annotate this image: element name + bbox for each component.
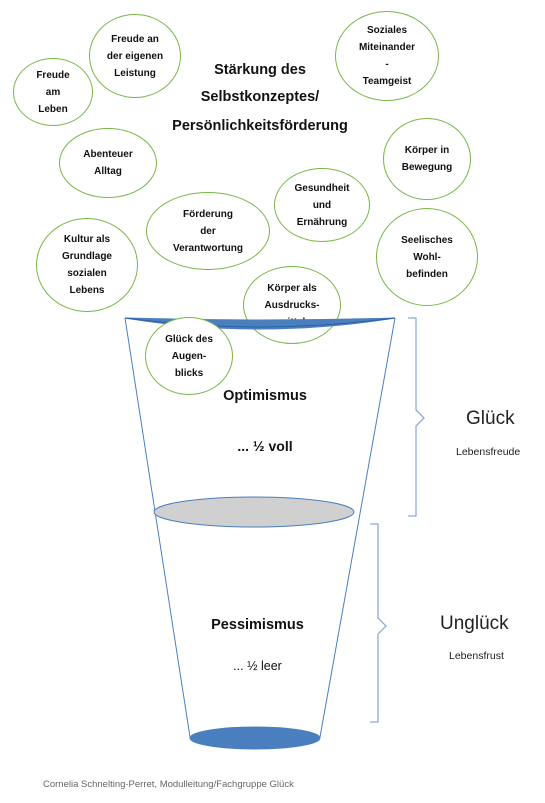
- brace-lower: [370, 523, 387, 723]
- label-glueck: Glück: [466, 408, 515, 429]
- diagram-title-line2: Persönlichkeitsförderung: [172, 118, 348, 134]
- bubble-label: Abenteuer Alltag: [83, 149, 133, 177]
- middle-level-ellipse: [153, 496, 355, 528]
- bubble-label: Seelisches Wohl- befinden: [401, 234, 453, 280]
- label-half-empty: ... ½ leer: [233, 659, 282, 673]
- bubble-label: Soziales Miteinander - Teamgeist: [358, 25, 416, 87]
- label-optimismus: Optimismus: [223, 388, 307, 404]
- bubble-label: Kultur als Grundlage sozialen Lebens: [61, 234, 112, 296]
- bubble-abenteuer-alltag: Abenteuer Alltag: [59, 128, 157, 198]
- bubble-foerderung-verantwortung: Förderung der Verantwortung: [146, 192, 270, 270]
- bubble-label: Förderung der Verantwortung: [172, 208, 243, 254]
- bubble-label: Glück des Augen- blicks: [165, 333, 213, 379]
- bubble-label: Körper als Ausdrucks- mittel: [264, 282, 320, 328]
- label-unglueck: Unglück: [440, 613, 509, 634]
- label-pessimismus: Pessimismus: [211, 617, 304, 633]
- bubble-koerper-bewegung: Körper in Bewegung: [383, 118, 471, 200]
- bubble-label: Freude an der eigenen Leistung: [106, 33, 164, 79]
- glass-bottom-ellipse: [189, 726, 321, 750]
- bubble-gesundheit-ernaehrung: Gesundheit und Ernährung: [274, 168, 370, 242]
- brace-upper: [408, 317, 425, 517]
- glass-left-edge: [124, 317, 191, 738]
- bubble-label: Freude am Leben: [36, 69, 70, 115]
- bubble-label: Gesundheit und Ernährung: [294, 182, 350, 228]
- label-lebensfreude: Lebensfreude: [456, 446, 521, 458]
- bubble-kultur-grundlage: Kultur als Grundlage sozialen Lebens: [36, 218, 138, 312]
- bubble-seelisches-wohlbefinden: Seelisches Wohl- befinden: [376, 208, 478, 306]
- diagram-title: Stärkung des Selbstkonzeptes/: [200, 62, 320, 105]
- bubble-freude-leistung: Freude an der eigenen Leistung: [89, 14, 181, 98]
- footer-credit: Cornelia Schnelting-Perret, Modulleitung…: [43, 779, 294, 790]
- glass-right-edge: [319, 317, 396, 738]
- label-half-full: ... ½ voll: [237, 438, 293, 454]
- bubble-freude-am-leben: Freude am Leben: [13, 58, 93, 126]
- label-lebensfrust: Lebensfrust: [449, 650, 504, 662]
- bubble-soziales-miteinander: Soziales Miteinander - Teamgeist: [335, 11, 439, 101]
- bubble-glueck-augenblick: Glück des Augen- blicks: [145, 317, 233, 395]
- bubble-koerper-ausdrucksmittel: Körper als Ausdrucks- mittel: [243, 266, 341, 344]
- bubble-label: Körper in Bewegung: [401, 145, 453, 173]
